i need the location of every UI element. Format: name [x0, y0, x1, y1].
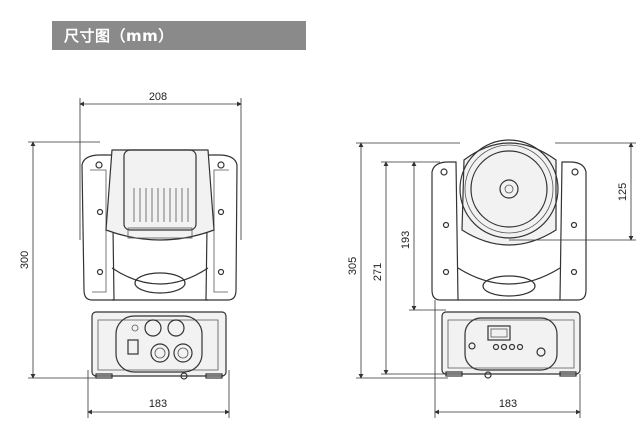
- side-body-height-label: 271: [372, 263, 384, 281]
- front-height-label: 300: [19, 251, 31, 269]
- section-title: 尺寸图（mm）: [64, 27, 174, 45]
- front-head: [105, 149, 215, 294]
- section-header: 尺寸图（mm）: [52, 21, 306, 50]
- front-yoke: [81, 154, 238, 301]
- front-base: [91, 311, 227, 380]
- front-base-width-label: 183: [149, 398, 167, 410]
- front-width-label: 208: [149, 91, 167, 103]
- side-view: 305 271 193 125 183: [347, 139, 636, 418]
- side-lens-height-label: 125: [617, 183, 629, 201]
- side-head-height-label: 193: [400, 231, 412, 249]
- side-base-width-label: 183: [499, 398, 517, 410]
- front-view: 208 300 183: [19, 91, 242, 418]
- side-yoke: [431, 161, 587, 301]
- side-total-height-label: 305: [347, 257, 359, 275]
- side-base: [441, 311, 581, 379]
- side-head: [459, 139, 559, 297]
